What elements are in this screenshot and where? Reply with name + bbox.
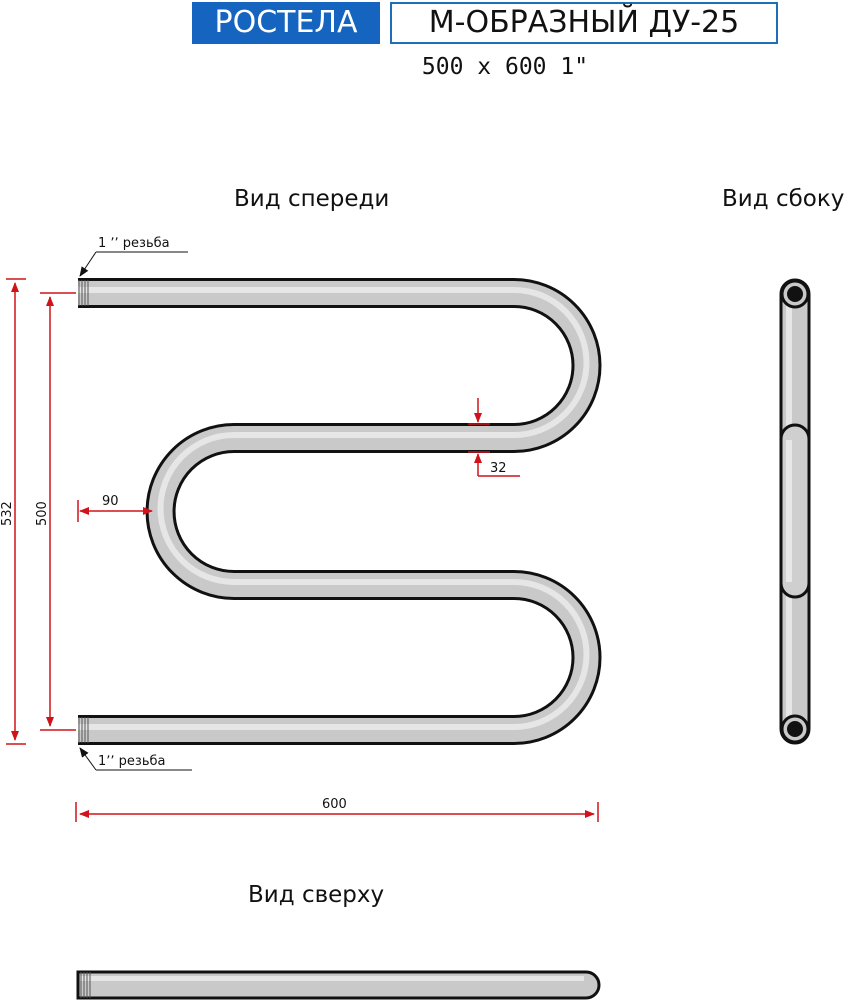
top-view-pipe xyxy=(76,970,601,1000)
side-view-pipe xyxy=(779,278,811,745)
top-thread-end xyxy=(78,280,89,306)
dimension-532 xyxy=(6,278,26,745)
thread-callout-top: 1 ʼʼ резьба xyxy=(79,236,188,277)
dimension-32 xyxy=(468,398,520,477)
front-view-title: Вид спереди xyxy=(234,186,390,212)
dimension-532-label: 532 xyxy=(0,501,15,526)
dimension-600 xyxy=(75,802,599,822)
top-view-title: Вид сверху xyxy=(248,882,385,908)
size-label: 500 x 600 1" xyxy=(421,54,589,80)
bottom-thread-end xyxy=(78,717,89,743)
dimension-90-label: 90 xyxy=(102,494,119,509)
thread-bottom-label: 1ʼʼ резьба xyxy=(98,754,165,769)
dimension-500-label: 500 xyxy=(35,501,50,526)
side-view-title: Вид сбоку xyxy=(722,186,845,212)
front-view-pipe xyxy=(78,278,602,745)
dimension-500 xyxy=(40,292,76,731)
brand-label: РОСТЕЛА xyxy=(192,2,380,44)
dimension-90 xyxy=(77,500,153,522)
thread-top-label: 1 ʼʼ резьба xyxy=(98,236,170,251)
model-title: М-ОБРАЗНЫЙ ДУ-25 xyxy=(390,2,778,44)
dimension-600-label: 600 xyxy=(322,797,347,812)
dimension-32-label: 32 xyxy=(490,461,507,476)
thread-callout-bottom: 1ʼʼ резьба xyxy=(79,747,192,771)
